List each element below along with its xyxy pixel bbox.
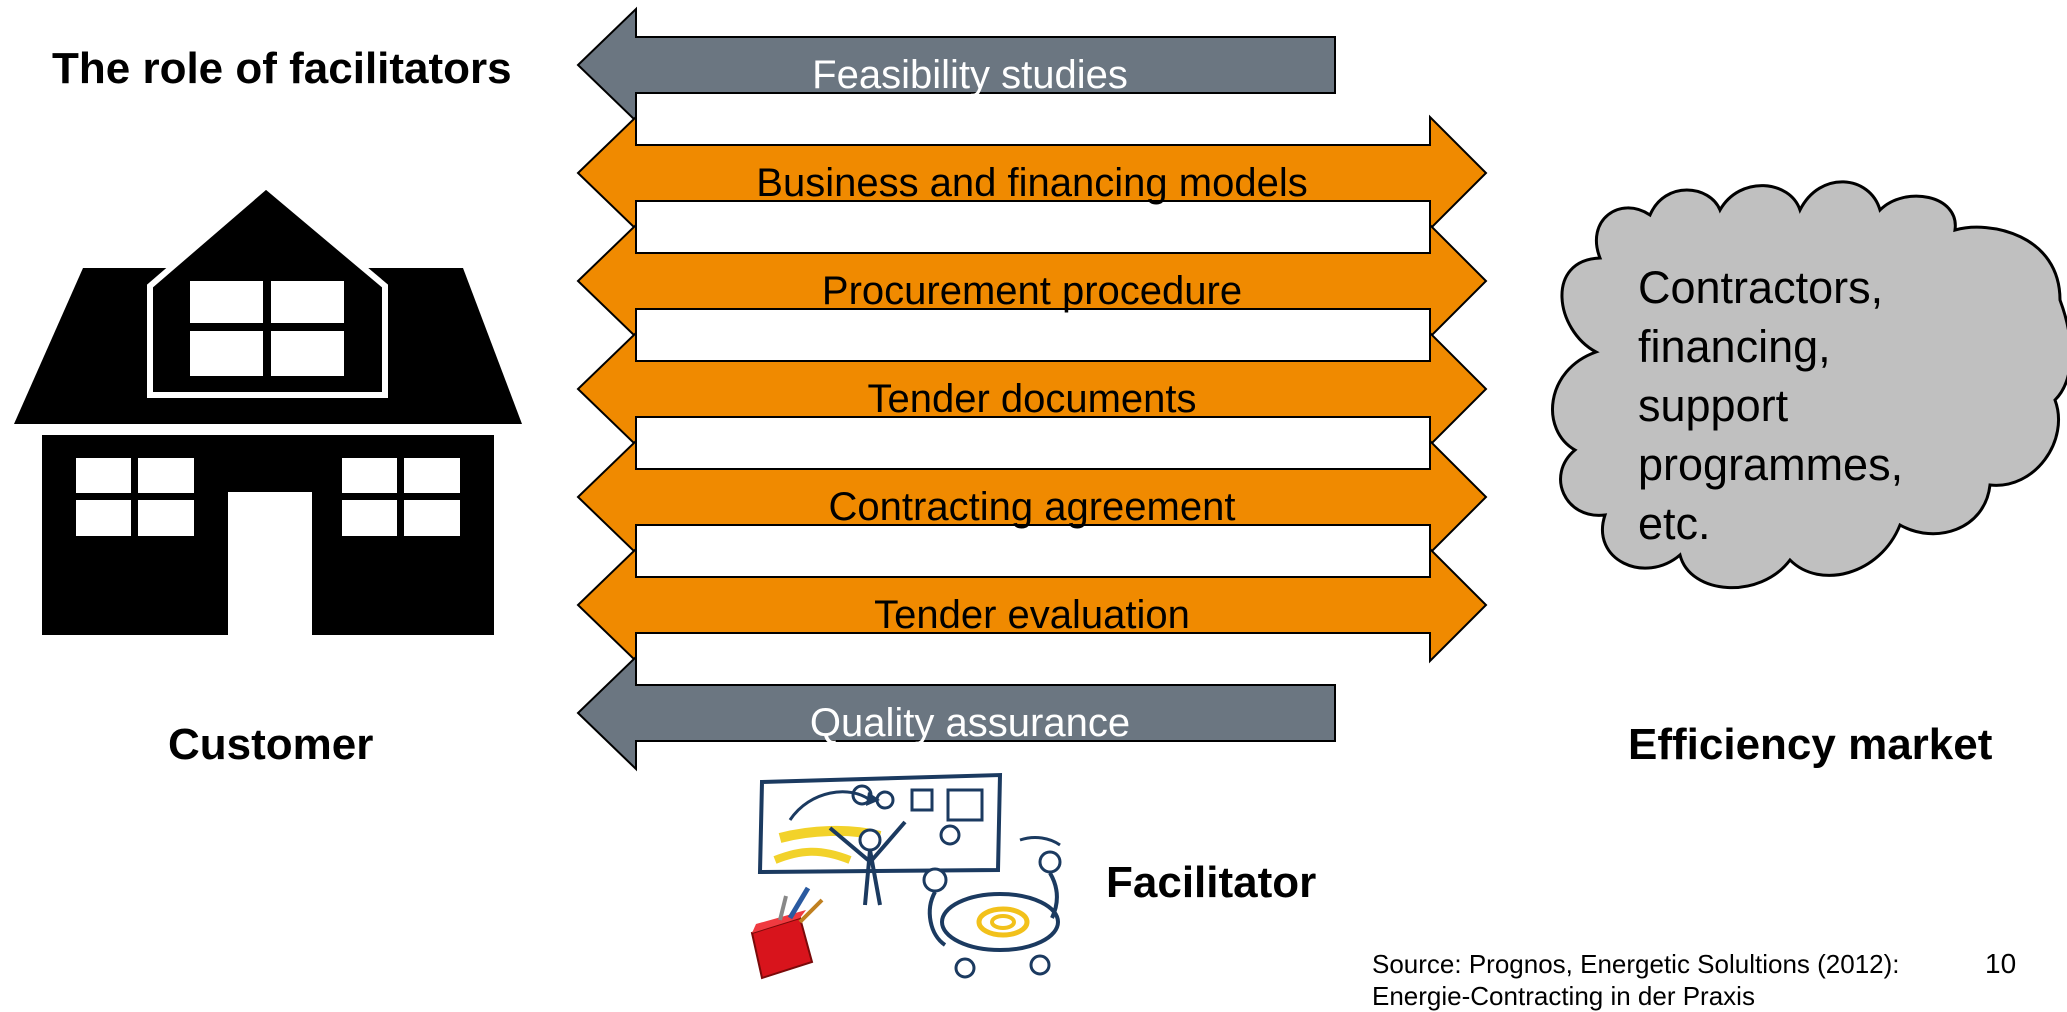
cloud-icon [1551, 180, 2067, 590]
arrow-band [576, 114, 1488, 232]
market-line: programmes, [1638, 439, 1904, 490]
market-line: Contractors, [1638, 262, 1884, 313]
arrow-label: Contracting agreement [829, 485, 1236, 529]
source-line-1: Source: Prognos, Energetic Solultions (2… [1372, 949, 1900, 979]
source-note: Source: Prognos, Energetic Solultions (2… [1372, 948, 1900, 1012]
market-line: etc. [1638, 498, 1711, 549]
page-title: The role of facilitators [52, 44, 512, 93]
market-line: financing, [1638, 321, 1831, 372]
arrow-label: Business and financing models [756, 161, 1307, 205]
arrow-label: Tender documents [867, 377, 1196, 421]
arrow-label: Feasibility studies [812, 53, 1128, 97]
market-description: Contractors, financing, support programm… [1638, 258, 1903, 553]
source-line-2: Energie-Contracting in der Praxis [1372, 981, 1755, 1011]
arrow-label: Procurement procedure [822, 269, 1242, 313]
arrow-label: Tender evaluation [874, 593, 1190, 637]
page-number: 10 [1985, 948, 2017, 979]
arrow-band [576, 546, 1488, 664]
house-icon [14, 182, 522, 635]
arrow-label: Quality assurance [810, 701, 1130, 745]
arrow-band [576, 654, 1336, 772]
customer-label: Customer [168, 720, 374, 769]
facilitator-label: Facilitator [1106, 858, 1317, 907]
arrow-band [576, 330, 1488, 448]
arrow-band [576, 438, 1488, 556]
facilitator-sketch-icon [750, 772, 1062, 980]
arrow-band [576, 222, 1488, 340]
efficiency-market-label: Efficiency market [1628, 720, 1993, 769]
market-line: support [1638, 380, 1789, 431]
